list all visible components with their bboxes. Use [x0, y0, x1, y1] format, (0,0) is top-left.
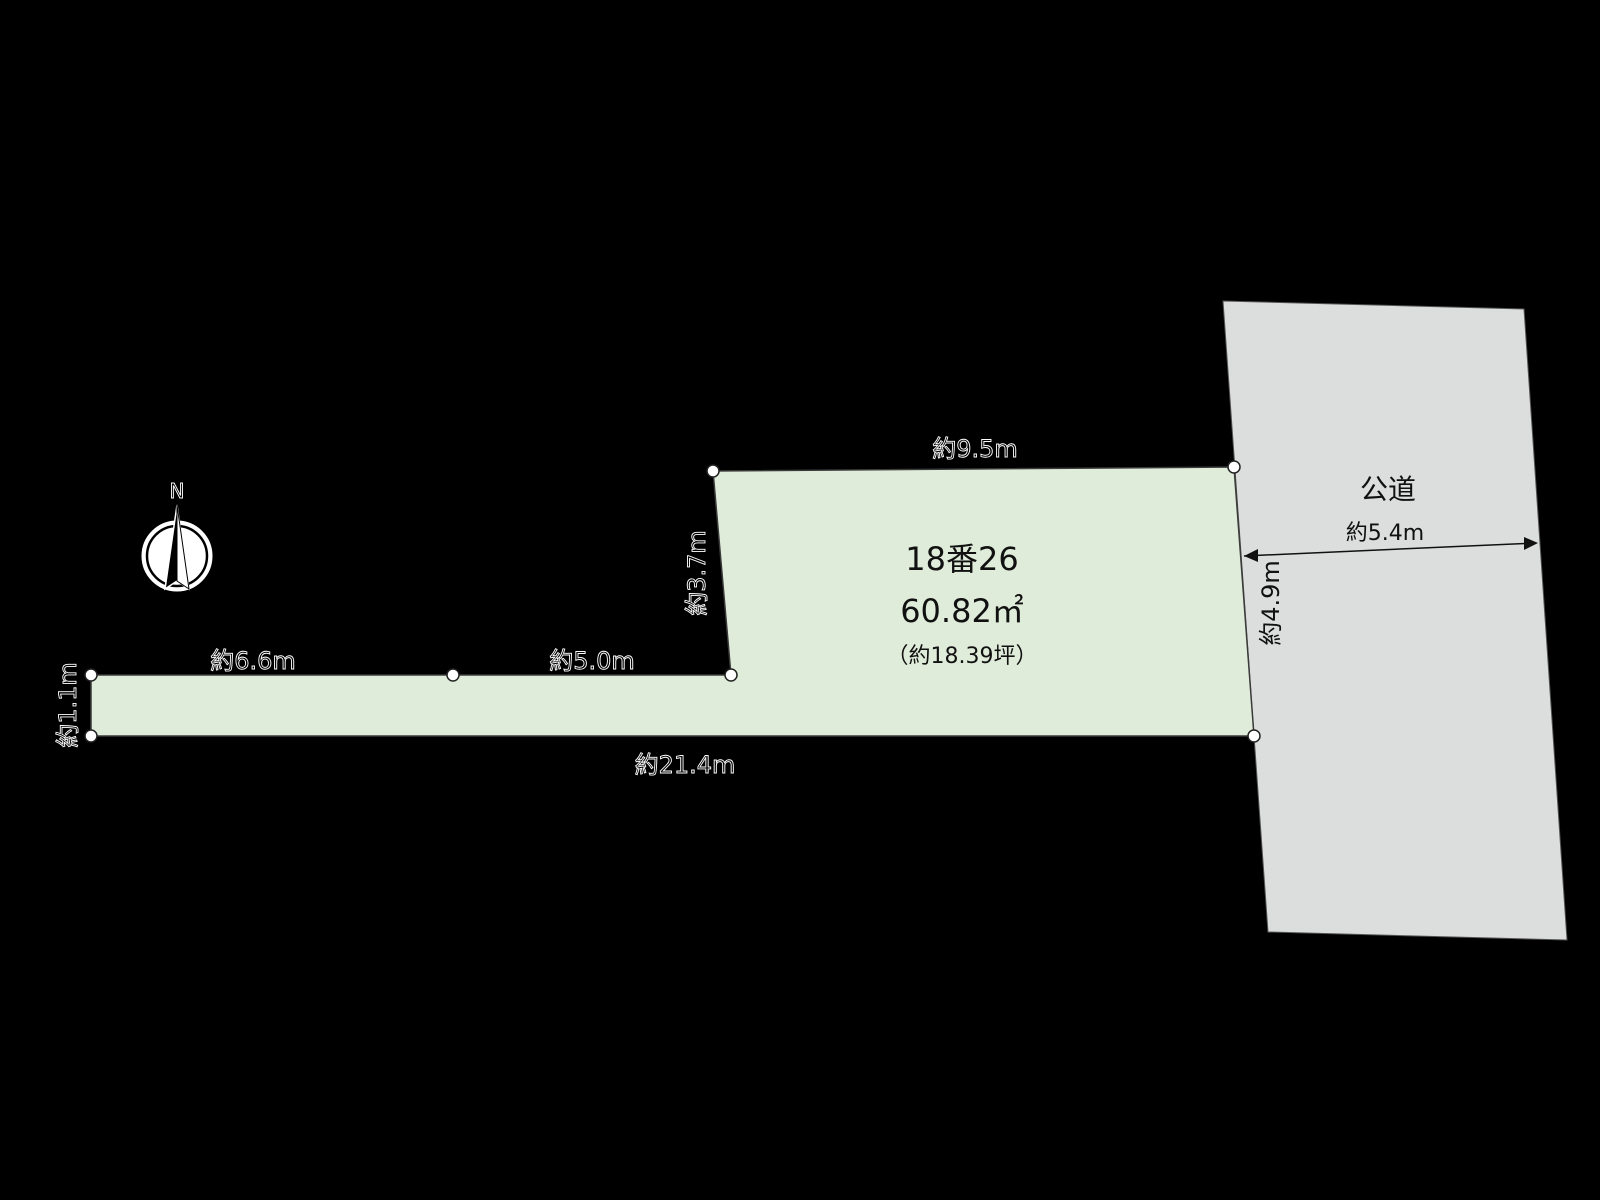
dimension-top: 約9.5m — [932, 435, 1018, 463]
north-compass-icon: N — [140, 479, 214, 593]
vertex — [724, 668, 738, 682]
dimension-bottom: 約21.4m — [635, 751, 736, 779]
vertex — [84, 668, 98, 682]
dimension-west-end: 約1.1m — [54, 662, 82, 748]
road-width-label: 約5.4m — [1346, 521, 1424, 546]
vertex — [1227, 460, 1241, 474]
dimension-left-step-2: 約5.0m — [549, 647, 635, 675]
vertex — [84, 729, 98, 743]
road-label: 公道 — [1360, 473, 1416, 506]
dimension-left-step-1: 約6.6m — [210, 647, 296, 675]
lot-area-m2: 60.82㎡ — [900, 592, 1024, 630]
lot-area-tsubo: （約18.39坪） — [887, 644, 1038, 669]
lot-area — [90, 466, 1255, 737]
road-width-arrow — [1243, 537, 1538, 562]
vertex — [1247, 729, 1261, 743]
dimension-frontage: 約4.9m — [1257, 560, 1285, 646]
dimension-left-upper: 約3.7m — [683, 530, 711, 616]
compass-north-label: N — [170, 479, 185, 503]
lot-number: 18番26 — [905, 540, 1018, 578]
vertex — [446, 668, 460, 682]
vertex — [706, 464, 720, 478]
